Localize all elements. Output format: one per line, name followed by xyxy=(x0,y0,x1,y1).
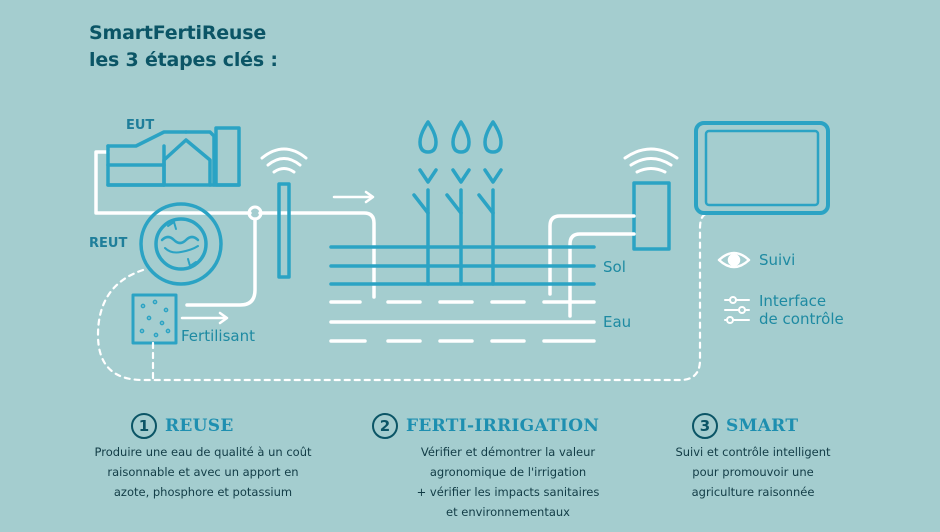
step-3-line: agriculture raisonnée xyxy=(691,485,815,499)
step-2-line: et environnementaux xyxy=(446,505,570,519)
step-2-line: Vérifier et démontrer la valeur xyxy=(420,445,596,459)
step-3-line: Suivi et contrôle intelligent xyxy=(675,445,831,459)
step-3-header: 3 SMART xyxy=(692,413,798,439)
step-2-header: 2 FERTI-IRRIGATION xyxy=(372,413,599,439)
eau-label: Eau xyxy=(603,313,632,331)
step-1-title: REUSE xyxy=(165,416,234,436)
sliders-icon xyxy=(724,296,750,324)
fertilisant-label: Fertilisant xyxy=(181,327,255,345)
crop-icons xyxy=(412,120,503,286)
step-2-number: 2 xyxy=(372,413,398,439)
title-line-1: SmartFertiReuse xyxy=(89,22,267,44)
eye-icon xyxy=(717,251,751,269)
step-3-description: Suivi et contrôle intelligent pour promo… xyxy=(643,442,863,502)
legend-interface-line-1: Interface xyxy=(759,292,827,310)
step-1-line: raisonnable et avec un apport en xyxy=(107,465,299,479)
junction-pipe xyxy=(185,217,257,307)
probe-pipe-2 xyxy=(568,232,636,318)
step-2-line: + vérifier les impacts sanitaires xyxy=(416,485,600,499)
step-2-line: agronomique de l'irrigation xyxy=(429,465,587,479)
eut-plant-icon xyxy=(106,126,241,187)
probe-pipe-1 xyxy=(548,214,636,296)
page-title: SmartFertiReuse les 3 étapes clés : xyxy=(89,20,278,74)
eut-label: EUT xyxy=(126,118,155,133)
step-3-line: pour promouvoir une xyxy=(692,465,814,479)
step-1-line: Produire une eau de qualité à un coût xyxy=(94,445,312,459)
step-3-title: SMART xyxy=(726,416,799,436)
step-3-number: 3 xyxy=(692,413,718,439)
step-1-header: 1 REUSE xyxy=(131,413,234,439)
eut-pipe xyxy=(94,150,252,215)
dashed-loop xyxy=(96,211,712,382)
fertilisant-tank-icon xyxy=(131,293,178,345)
title-line-2: les 3 étapes clés : xyxy=(89,49,278,71)
step-1-description: Produire une eau de qualité à un coût ra… xyxy=(73,442,333,502)
main-pipe xyxy=(258,211,376,299)
sensor-left-icon xyxy=(260,147,308,279)
step-2-title: FERTI-IRRIGATION xyxy=(406,416,600,436)
legend-suivi: Suivi xyxy=(759,251,796,269)
water-layers xyxy=(329,300,596,343)
step-2-description: Vérifier et démontrer la valeur agronomi… xyxy=(378,442,638,522)
legend-interface-line-2: de contrôle xyxy=(759,310,844,328)
reut-icon xyxy=(139,202,223,286)
tablet-icon xyxy=(694,121,830,215)
sol-label: Sol xyxy=(603,258,626,276)
step-1-line: azote, phosphore et potassium xyxy=(113,485,293,499)
step-1-number: 1 xyxy=(131,413,157,439)
reut-label: REUT xyxy=(89,236,128,251)
